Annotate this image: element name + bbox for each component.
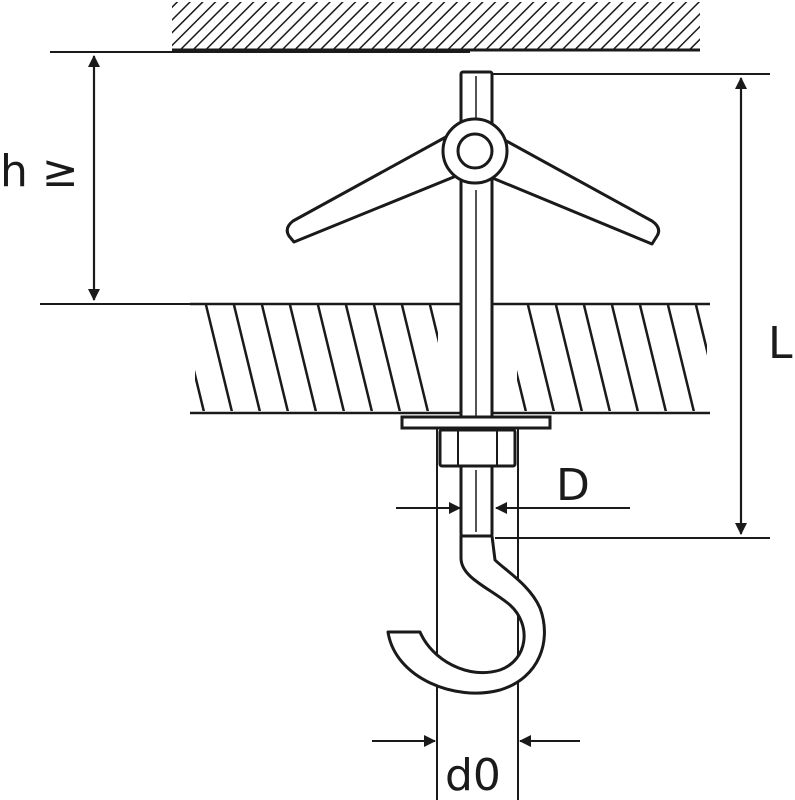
pivot-hinge <box>441 117 509 185</box>
board-hatch-right-1 <box>526 305 556 411</box>
board-hatch-left-8 <box>400 305 430 411</box>
board-hatch-left-1 <box>204 305 234 411</box>
label-d0: d0 <box>445 750 501 800</box>
board-hatch-right-7 <box>694 305 707 356</box>
label-h: h ≥ <box>0 146 79 197</box>
board-hatch-right-3 <box>582 305 612 411</box>
board-hatch-left-2 <box>232 305 262 411</box>
board-hatch-left-9 <box>428 305 438 344</box>
washer <box>400 415 552 430</box>
label-D: D <box>556 460 590 511</box>
dimension-L <box>480 73 770 539</box>
toggle-wings <box>285 130 661 246</box>
board-hatch-left-5 <box>316 305 346 411</box>
board-hatch-left-0 <box>195 369 206 411</box>
board-hatch-right-5 <box>638 305 668 411</box>
ceiling <box>172 2 700 52</box>
nut <box>438 428 517 468</box>
board-hatch-left-4 <box>288 305 318 411</box>
board-hatch-left-6 <box>344 305 374 411</box>
board-hatch-right-0 <box>517 369 528 411</box>
board-hatch-right-4 <box>610 305 640 411</box>
board-hatch-right-6 <box>666 305 696 411</box>
label-L: L <box>768 318 793 369</box>
board-hatch-left-3 <box>260 305 290 411</box>
hook <box>386 534 546 695</box>
panel-board <box>190 302 710 415</box>
board-hatch-left-7 <box>372 305 402 411</box>
board-hatch-right-2 <box>554 305 584 411</box>
dimension-h <box>40 51 470 305</box>
